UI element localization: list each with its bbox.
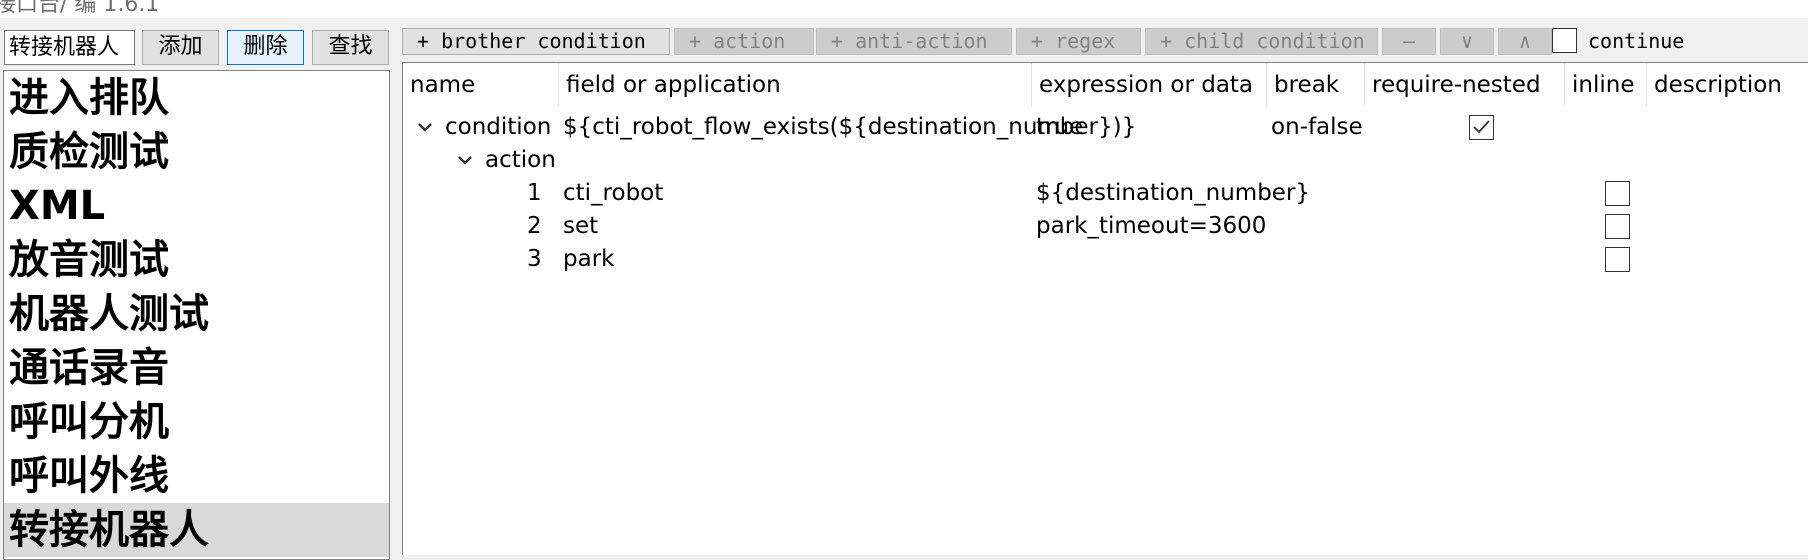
condition-field: ${cti_robot_flow_exists(${destination_nu… bbox=[563, 114, 1137, 140]
dialplan-tree[interactable]: name field or application expression or … bbox=[402, 62, 1808, 555]
continue-label: continue bbox=[1588, 29, 1685, 53]
check-icon bbox=[1473, 120, 1490, 134]
action-application: park bbox=[563, 246, 615, 272]
list-item[interactable]: 呼叫外线 bbox=[9, 453, 169, 499]
find-button[interactable]: 查找 bbox=[312, 30, 389, 65]
list-item[interactable]: 进入排队 bbox=[9, 75, 169, 121]
require-nested-checkbox[interactable] bbox=[1469, 115, 1494, 140]
add-child-condition-button[interactable]: + child condition bbox=[1145, 28, 1378, 55]
list-item[interactable]: 质检测试 bbox=[9, 129, 169, 175]
condition-expression: true bbox=[1036, 114, 1084, 140]
tree-row-action[interactable]: 1 cti_robot ${destination_number} bbox=[403, 177, 1808, 210]
title-bar: 接口台/ 编 1.6.1 bbox=[0, 0, 1808, 18]
action-index: 1 bbox=[527, 180, 542, 206]
action-application: set bbox=[563, 213, 599, 239]
add-anti-action-button[interactable]: + anti-action bbox=[816, 28, 1012, 55]
dialplan-list[interactable]: 进入排队 质检测试 XML 放音测试 机器人测试 通话录音 呼叫分机 呼叫外线 … bbox=[3, 70, 390, 560]
column-header-inline[interactable]: inline bbox=[1565, 63, 1647, 107]
chevron-down-icon[interactable] bbox=[414, 116, 436, 138]
list-item[interactable]: XML bbox=[9, 183, 106, 229]
chevron-down-icon[interactable] bbox=[454, 149, 476, 171]
name-input[interactable]: 转接机器人 bbox=[4, 30, 135, 65]
column-header-require-nested[interactable]: require-nested bbox=[1365, 63, 1565, 107]
add-regex-button[interactable]: + regex bbox=[1016, 28, 1141, 55]
move-up-button[interactable]: ∧ bbox=[1498, 28, 1552, 55]
condition-break: on-false bbox=[1271, 114, 1363, 140]
list-item[interactable]: 机器人测试 bbox=[9, 291, 209, 337]
right-panel: + brother condition + action + anti-acti… bbox=[400, 18, 1808, 555]
tree-row-action[interactable]: 3 park bbox=[403, 243, 1808, 276]
column-header-expression[interactable]: expression or data bbox=[1032, 63, 1267, 107]
remove-button[interactable]: — bbox=[1382, 28, 1436, 55]
left-panel: 转接机器人 添加 删除 查找 进入排队 质检测试 XML 放音测试 机器人测试 … bbox=[0, 18, 400, 560]
continue-checkbox[interactable] bbox=[1552, 28, 1577, 53]
condition-name: condition bbox=[445, 114, 552, 140]
list-item[interactable]: 放音测试 bbox=[9, 237, 169, 283]
action-application: cti_robot bbox=[563, 180, 664, 206]
list-item[interactable]: 呼叫分机 bbox=[9, 399, 169, 445]
delete-button[interactable]: 删除 bbox=[227, 30, 304, 65]
action-index: 3 bbox=[527, 246, 542, 272]
tree-row-action[interactable]: 2 set park_timeout=3600 bbox=[403, 210, 1808, 243]
add-brother-condition-button[interactable]: + brother condition bbox=[402, 28, 670, 55]
add-button[interactable]: 添加 bbox=[142, 30, 219, 65]
list-item[interactable]: 通话录音 bbox=[9, 345, 169, 391]
column-header-description[interactable]: description bbox=[1654, 72, 1782, 98]
action-data: park_timeout=3600 bbox=[1036, 213, 1267, 239]
move-down-button[interactable]: ∨ bbox=[1440, 28, 1494, 55]
inline-checkbox[interactable] bbox=[1605, 247, 1630, 272]
tree-row-action-group[interactable]: action bbox=[403, 144, 1808, 177]
list-item-selected[interactable]: 转接机器人 bbox=[4, 503, 389, 557]
action-data: ${destination_number} bbox=[1036, 180, 1311, 206]
column-header-name[interactable]: name bbox=[403, 63, 559, 107]
column-header-break[interactable]: break bbox=[1267, 63, 1365, 107]
tree-header: name field or application expression or … bbox=[403, 63, 1808, 107]
column-header-field[interactable]: field or application bbox=[559, 63, 1032, 107]
action-group-name: action bbox=[485, 147, 556, 173]
action-index: 2 bbox=[527, 213, 542, 239]
add-action-button[interactable]: + action bbox=[674, 28, 814, 55]
tree-row-condition[interactable]: condition ${cti_robot_flow_exists(${dest… bbox=[403, 111, 1808, 144]
inline-checkbox[interactable] bbox=[1605, 214, 1630, 239]
inline-checkbox[interactable] bbox=[1605, 181, 1630, 206]
window-title: 接口台/ 编 1.6.1 bbox=[0, 0, 160, 17]
